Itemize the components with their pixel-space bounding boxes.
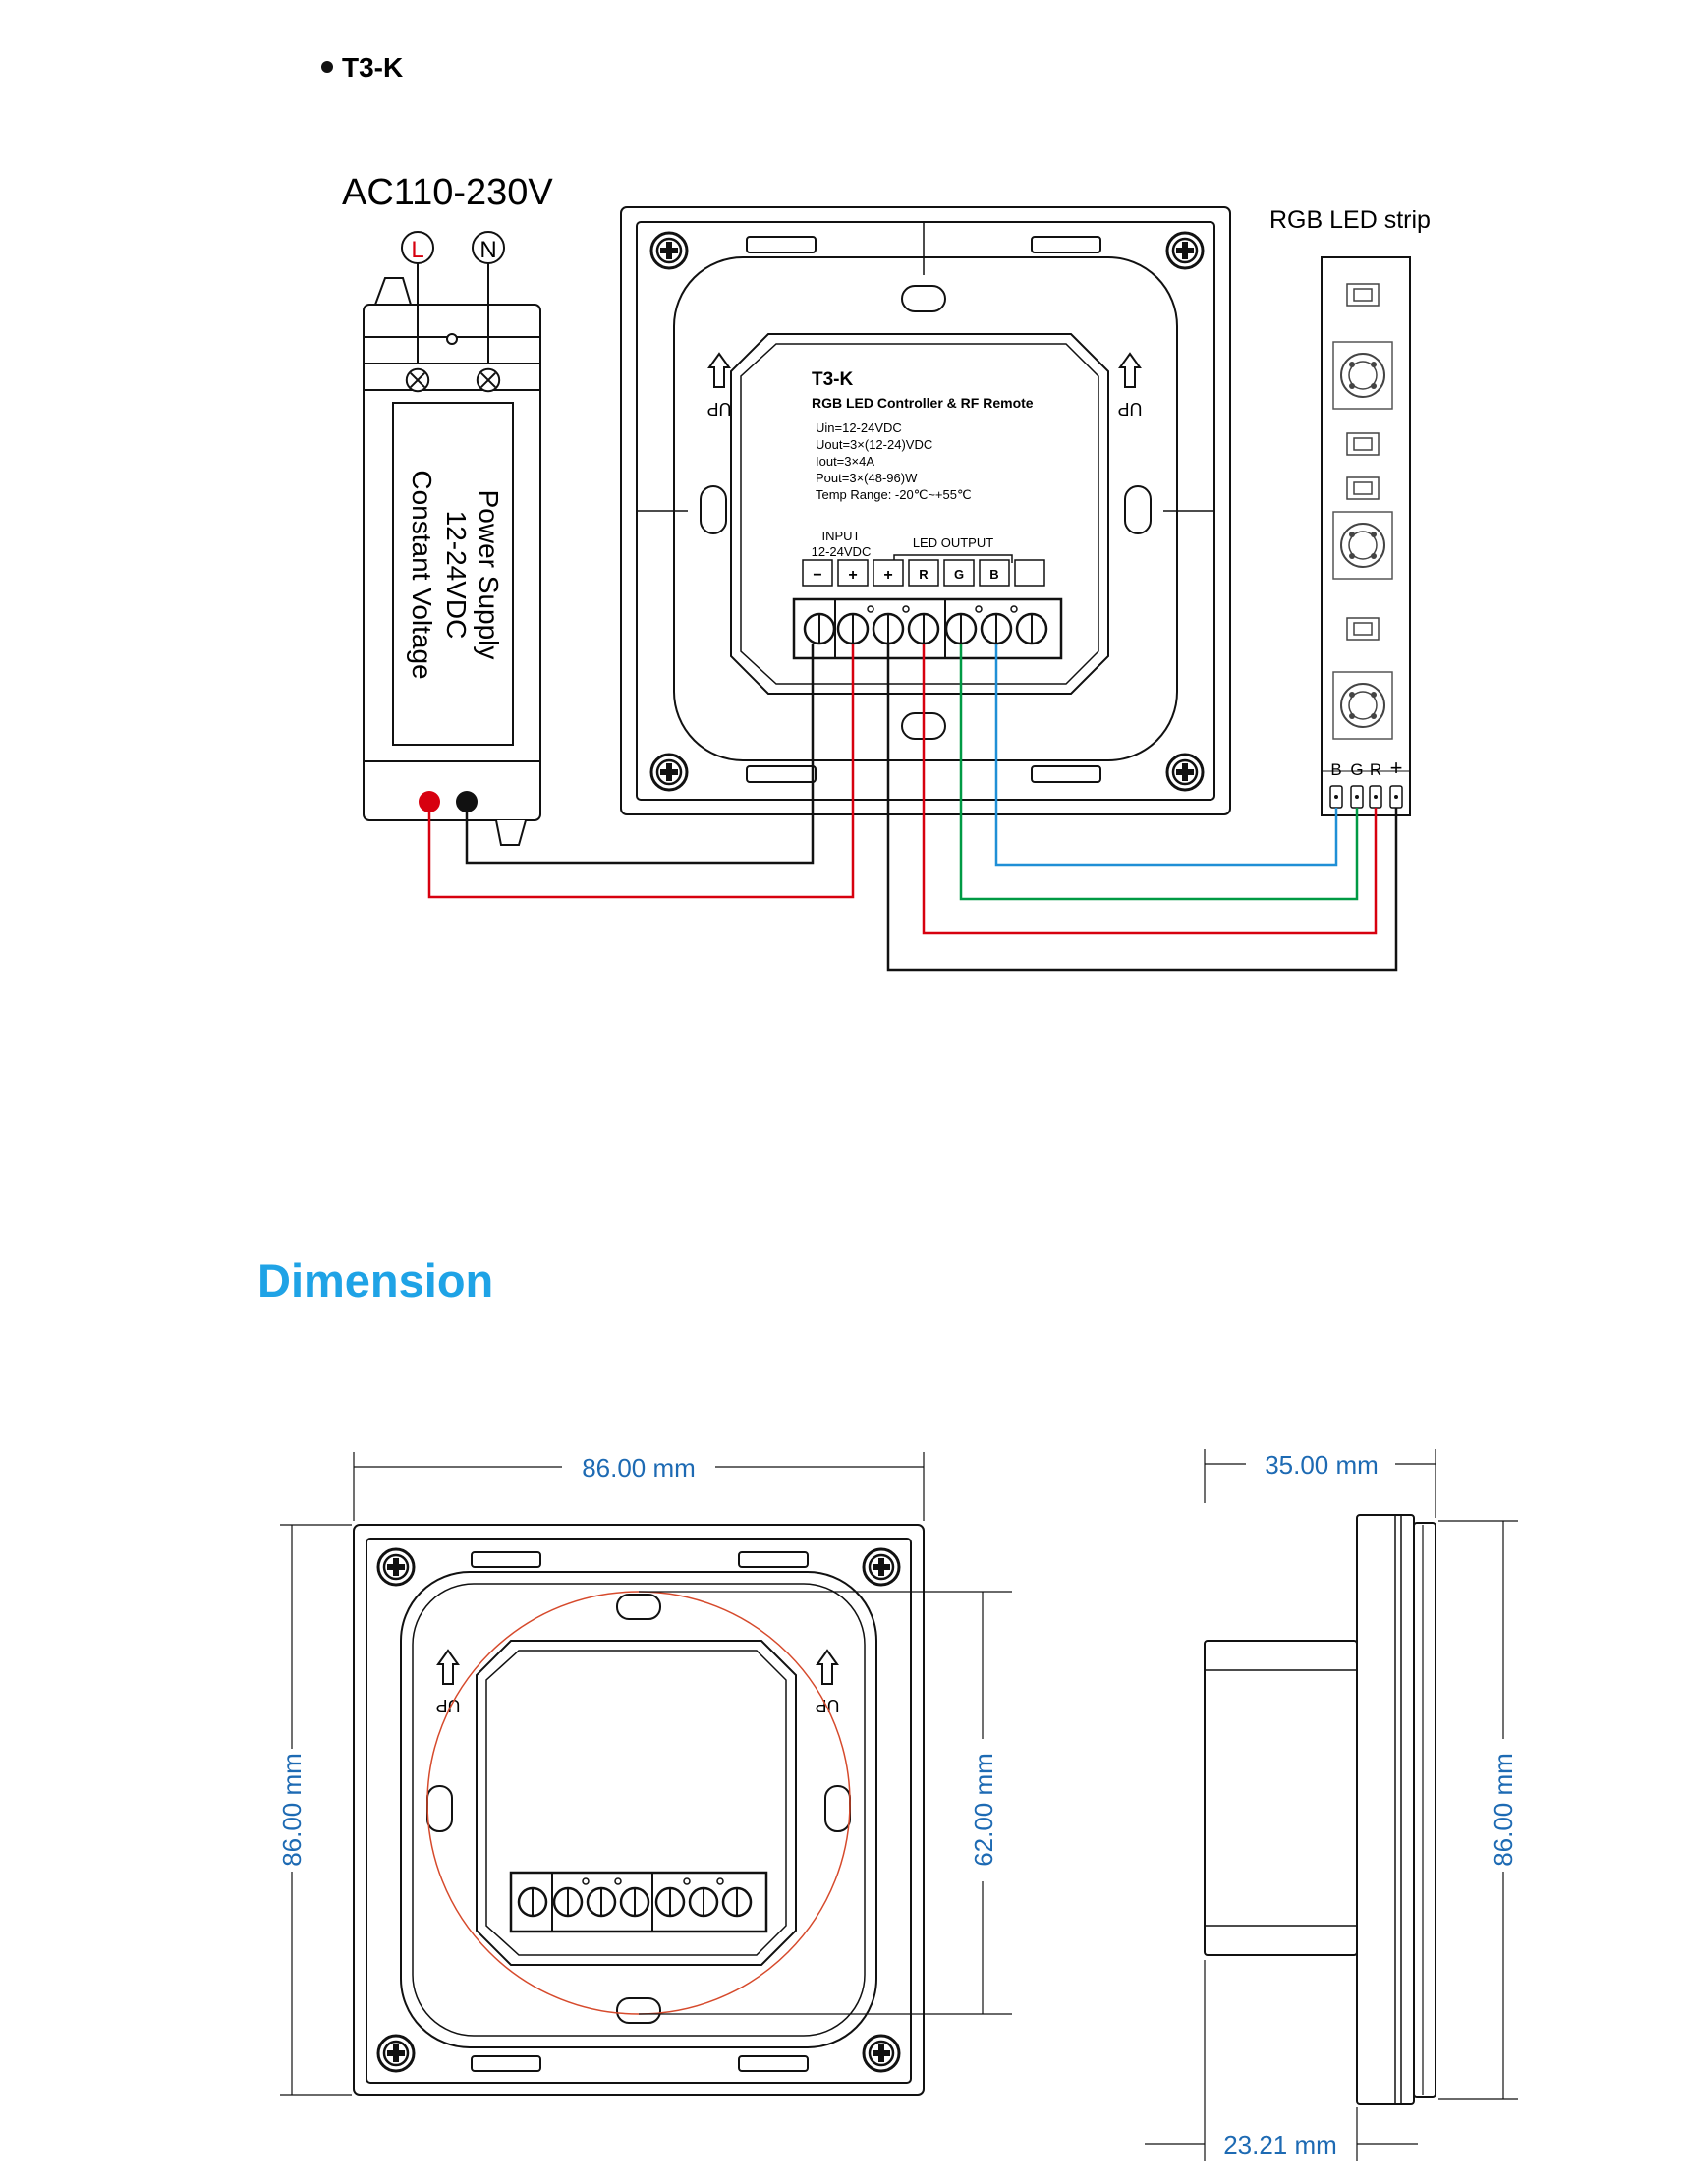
side-view <box>1204 1514 1436 2105</box>
ac-supply-label: AC110-230V <box>342 172 553 213</box>
terminal-l-label: L <box>411 237 423 263</box>
led-chip <box>1332 511 1393 580</box>
strip-pin-label: B <box>1330 760 1341 779</box>
screw-icon <box>862 2034 901 2073</box>
led-chip <box>1332 341 1393 410</box>
led-strip: B G R + <box>1321 256 1411 816</box>
dimension-side-body: 23.21 mm <box>1223 2130 1337 2159</box>
module-model: T3-K <box>812 369 854 390</box>
dimension-side-depth: 35.00 mm <box>1265 1450 1379 1480</box>
wire-blue-output <box>994 644 1338 867</box>
up-label: UP <box>1117 399 1142 419</box>
module-subtitle: RGB LED Controller & RF Remote <box>812 395 1034 411</box>
dimension-inner-height: 62.00 mm <box>969 1753 998 1867</box>
up-label: UP <box>706 399 731 419</box>
input-voltage-label: 12-24VDC <box>812 544 872 559</box>
psu-line-2: 12-24VDC <box>441 511 472 640</box>
terminal-label: G <box>954 567 964 582</box>
front-dimensions <box>280 1452 1012 2096</box>
wiring-diagram: AC110-230V L N Power Supply 12-24VDC Con… <box>342 172 1431 972</box>
front-view: UP UP <box>353 1524 925 2096</box>
bullet-dot-icon <box>321 61 333 73</box>
psu-line-1: Power Supply <box>474 490 504 660</box>
input-label: INPUT <box>822 529 861 543</box>
spec-line: Uin=12-24VDC <box>816 420 902 435</box>
spec-line: Uout=3×(12-24)VDC <box>816 437 932 452</box>
power-supply: Power Supply 12-24VDC Constant Voltage <box>363 263 541 846</box>
wires <box>427 644 1398 972</box>
strip-pin-label: G <box>1350 760 1363 779</box>
model-heading: T3-K <box>342 52 403 83</box>
spec-line: Pout=3×(48-96)W <box>816 471 918 485</box>
terminal-label: + <box>883 567 892 584</box>
terminal-label: R <box>919 567 929 582</box>
screw-icon <box>1165 231 1205 270</box>
up-label: UP <box>815 1696 839 1715</box>
led-chip <box>1332 671 1393 740</box>
strip-pin-label: R <box>1370 760 1381 779</box>
psu-positive-terminal <box>419 791 440 812</box>
screw-icon <box>376 1547 416 1587</box>
spec-line: Temp Range: -20℃~+55℃ <box>816 487 972 502</box>
psu-negative-terminal <box>456 791 478 812</box>
terminal-label: + <box>848 567 857 584</box>
dimension-side-height: 86.00 mm <box>1489 1753 1518 1867</box>
wire-red-psu <box>427 644 855 899</box>
dimension-front-height: 86.00 mm <box>277 1753 307 1867</box>
strip-pin-label: + <box>1390 756 1403 780</box>
wire-green-output <box>959 644 1359 901</box>
dimension-title: Dimension <box>257 1255 493 1307</box>
terminal-label: B <box>989 567 998 582</box>
wire-black-common <box>886 644 1398 972</box>
terminal-n-label: N <box>479 237 496 263</box>
led-output-label: LED OUTPUT <box>913 535 993 550</box>
screw-icon <box>649 231 689 270</box>
led-strip-label: RGB LED strip <box>1269 206 1431 234</box>
screw-icon <box>862 1547 901 1587</box>
dimension-front-width: 86.00 mm <box>582 1453 696 1483</box>
wire-black-psu <box>465 644 815 865</box>
controller-back: UP UP <box>620 206 1231 815</box>
psu-line-3: Constant Voltage <box>407 470 437 679</box>
screw-icon <box>1165 753 1205 792</box>
screw-icon <box>376 2034 416 2073</box>
wire-red-output <box>922 644 1378 935</box>
terminal-labels: − + + R G B <box>802 559 1045 587</box>
screw-icon <box>649 753 689 792</box>
side-dimensions <box>1145 1449 1518 2161</box>
terminal-block <box>792 597 1063 660</box>
terminal-label: − <box>813 567 821 584</box>
spec-line: Iout=3×4A <box>816 454 874 469</box>
